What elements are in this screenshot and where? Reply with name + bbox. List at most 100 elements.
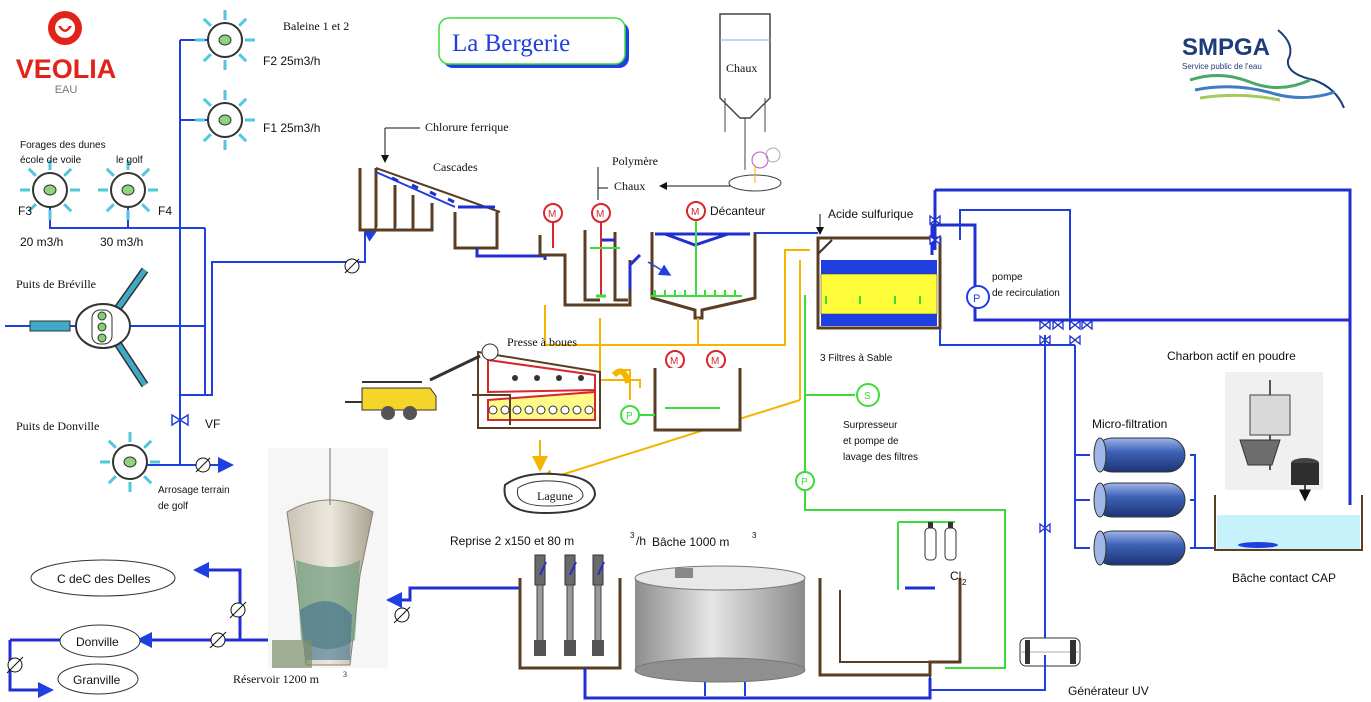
lagune: Lagune xyxy=(503,472,597,515)
flowmeter-arrosage xyxy=(195,457,211,473)
micro-outlet-branches xyxy=(1190,499,1195,549)
label-f4: F4 xyxy=(158,204,172,218)
label-chlorure: Chlorure ferrique xyxy=(425,120,509,134)
press-roller xyxy=(512,405,522,415)
cdec-node xyxy=(30,559,176,597)
surpresseur-icon xyxy=(856,383,880,407)
smpga-name: SMPGA xyxy=(1182,34,1270,61)
label-pompe-2: de recirculation xyxy=(992,288,1060,299)
breville-well xyxy=(5,267,149,388)
rollers-group xyxy=(488,375,594,415)
valve-6 xyxy=(1069,334,1081,346)
micro-filter-2 xyxy=(1093,482,1186,518)
flowmeter-3 xyxy=(393,606,411,624)
label-reprise-unit: /h xyxy=(636,534,646,548)
donville-node xyxy=(59,624,141,658)
well-f1 xyxy=(195,90,255,150)
wash-pump-icon xyxy=(795,471,815,491)
press-roller xyxy=(534,375,540,381)
label-charbon: Charbon actif en poudre xyxy=(1167,349,1296,363)
micro-branches xyxy=(1075,454,1090,501)
label-f3-flow: 20 m3/h xyxy=(20,235,63,249)
flowmeter-raw xyxy=(344,258,360,274)
label-reservoir: Réservoir 1200 m xyxy=(233,672,320,686)
label-filtres: 3 Filtres à Sable xyxy=(820,353,893,364)
well-f4 xyxy=(98,160,158,220)
label-baleine: Baleine 1 et 2 xyxy=(283,19,349,33)
press-roller xyxy=(578,375,584,381)
sludge-line-1 xyxy=(544,249,810,346)
label-forages-2: école de voile xyxy=(20,155,82,166)
granville-node xyxy=(57,663,139,695)
sand-filters xyxy=(816,236,942,330)
flowmeter-4 xyxy=(6,656,24,674)
cl2-line xyxy=(897,521,955,590)
valve-7 xyxy=(1052,319,1064,331)
label-cdec: C deC des Delles xyxy=(57,572,150,586)
label-micro: Micro-filtration xyxy=(1092,417,1167,431)
motor-3-icon: M xyxy=(686,201,706,221)
chaux-silo: Chaux xyxy=(719,13,782,192)
valve-1 xyxy=(929,214,941,226)
valves-group xyxy=(929,214,1093,534)
reprise-pump-1 xyxy=(534,554,547,656)
svg-text:M: M xyxy=(548,209,556,220)
motors-group: M M M M M xyxy=(543,201,726,405)
surpresseur-symbol: S xyxy=(864,391,871,402)
micro-outlet xyxy=(1190,454,1215,549)
label-surpresseur-2: et pompe de xyxy=(843,436,899,447)
press-roller xyxy=(500,405,510,415)
bache-cap xyxy=(1214,495,1363,551)
label-granville: Granville xyxy=(73,673,121,687)
wash-line xyxy=(804,295,1006,669)
label-reservoir-sup: 3 xyxy=(343,670,347,679)
recirc-line xyxy=(930,223,1350,322)
filtered-outlet xyxy=(939,328,1075,346)
label-arrosage-1: Arrosage terrain xyxy=(158,485,230,496)
well-donville xyxy=(100,432,160,492)
label-bache-cap: Bâche contact CAP xyxy=(1232,571,1336,585)
decanteur xyxy=(538,218,757,320)
svg-text:M: M xyxy=(670,356,678,367)
vf-valve xyxy=(171,413,189,427)
title-box: La Bergerie xyxy=(438,17,629,68)
presse-boues xyxy=(429,343,601,429)
label-uv: Générateur UV xyxy=(1068,684,1149,698)
page-title: La Bergerie xyxy=(452,30,570,57)
sludge-pump-symbol: P xyxy=(626,411,633,422)
label-pompe-1: pompe xyxy=(992,272,1023,283)
reprise-pump-3 xyxy=(592,554,605,656)
raw-water-main xyxy=(180,225,366,396)
truck xyxy=(345,381,437,420)
label-acide: Acide sulfurique xyxy=(828,207,914,221)
flowmeter-2 xyxy=(209,631,227,649)
label-decanteur: Décanteur xyxy=(710,204,765,218)
label-f4-flow: 30 m3/h xyxy=(100,235,143,249)
press-roller xyxy=(512,375,518,381)
label-chaux-silo: Chaux xyxy=(726,61,757,75)
label-f2: F2 25m3/h xyxy=(263,54,320,68)
cascades xyxy=(358,167,547,260)
label-surpresseur-1: Surpresseur xyxy=(843,420,898,431)
label-cl2: Cl xyxy=(950,569,961,583)
flowmeter-1 xyxy=(229,601,247,619)
reprise-pump-2 xyxy=(564,554,577,656)
label-cl2-sub: 2 xyxy=(962,578,967,587)
press-roller xyxy=(548,405,558,415)
motor-2-icon: M xyxy=(591,203,611,223)
press-roller xyxy=(556,375,562,381)
thickener xyxy=(653,368,742,432)
bache-drains xyxy=(704,682,746,696)
label-reprise: Reprise 2 x150 et 80 m xyxy=(450,534,574,548)
cap-apparatus xyxy=(1225,372,1323,502)
svg-text:M: M xyxy=(711,356,719,367)
pompe-symbol: P xyxy=(973,293,980,305)
label-donville: Donville xyxy=(76,635,119,649)
valve-2 xyxy=(929,234,941,246)
valve-4 xyxy=(1069,319,1081,331)
label-chaux-feed: Chaux xyxy=(614,179,645,193)
sludge-pump-icon xyxy=(620,405,640,425)
label-bache: Bâche 1000 m xyxy=(652,535,729,549)
press-roller xyxy=(488,405,498,415)
